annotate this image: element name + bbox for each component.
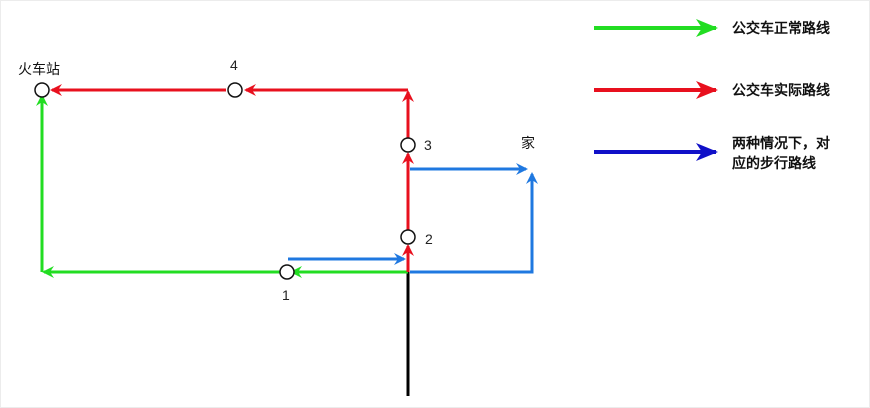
stop2-number: 2	[425, 231, 433, 247]
walking-route-blue	[288, 163, 538, 274]
legend: 公交车正常路线 公交车实际路线 两种情况下，对 应的步行路线	[594, 19, 830, 172]
actual-route-red	[50, 84, 414, 272]
legend-normal-label: 公交车正常路线	[732, 20, 830, 37]
legend-walk-label-line2: 应的步行路线	[732, 155, 816, 172]
stop2-circle-icon	[400, 229, 416, 245]
stop1-circle-icon	[279, 264, 295, 280]
blue-walk-stop2-to-home	[410, 172, 538, 274]
stop4-number: 4	[230, 57, 238, 73]
stop3-number: 3	[424, 137, 432, 153]
stop3-circle-icon	[400, 137, 416, 153]
normal-route-green	[36, 94, 408, 278]
station-circle-icon	[34, 82, 50, 98]
legend-walk-label-line1: 两种情况下，对	[732, 135, 830, 152]
station-label: 火车站	[18, 61, 60, 78]
stop4-circle-icon	[227, 82, 243, 98]
stop1-number: 1	[282, 287, 290, 303]
legend-actual-label: 公交车实际路线	[732, 82, 830, 99]
home-label: 家	[521, 135, 535, 152]
